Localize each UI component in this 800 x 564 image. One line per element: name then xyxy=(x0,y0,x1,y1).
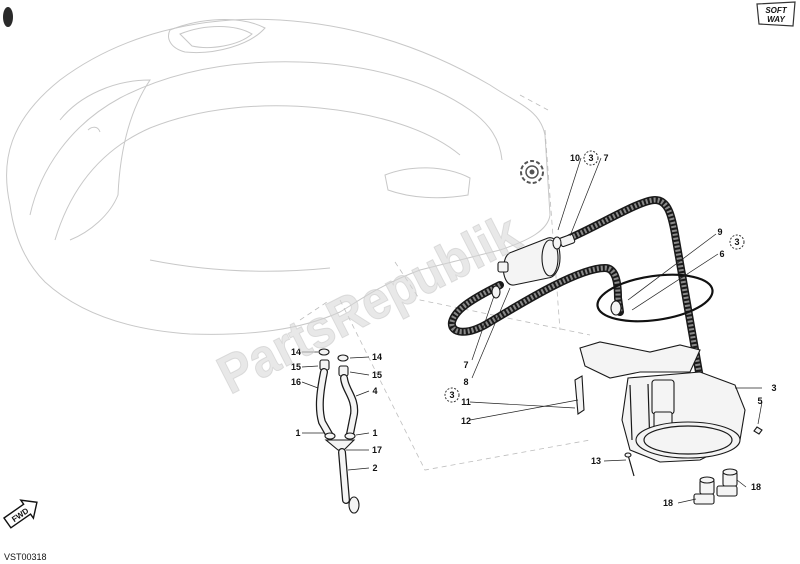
part-label: 6 xyxy=(719,249,724,259)
assembly-boundary xyxy=(299,261,591,471)
o-ring-highlight xyxy=(596,273,714,323)
part-label: 5 xyxy=(757,396,762,406)
part-label: 18 xyxy=(663,498,673,508)
part-label: 2 xyxy=(372,463,377,473)
part-label: 8 xyxy=(463,377,468,387)
part-label: 9 xyxy=(717,227,722,237)
part-label: 16 xyxy=(291,377,301,387)
part-label: 3 xyxy=(449,390,454,400)
part-label: 1 xyxy=(372,428,377,438)
reference-badge: 3 xyxy=(729,234,745,250)
part-label: 12 xyxy=(461,416,471,426)
bolt xyxy=(624,426,763,477)
part-label: 11 xyxy=(461,397,471,407)
part-label: 13 xyxy=(591,456,601,466)
fuel-pump-assembly xyxy=(574,341,746,463)
part-label: 1 xyxy=(295,428,300,438)
hose-clamp xyxy=(491,236,622,316)
part-label: 10 xyxy=(570,153,580,163)
part-label: 7 xyxy=(463,360,468,370)
part-label: 14 xyxy=(291,347,301,357)
fuel-tank-outline xyxy=(6,18,561,335)
part-label: 7 xyxy=(603,153,608,163)
watermark: PartsRepublik xyxy=(208,202,530,406)
part-label: 3 xyxy=(588,153,593,163)
reference-badge: 3 xyxy=(444,387,460,403)
part-label: 3 xyxy=(734,237,739,247)
leader-lines xyxy=(301,157,763,504)
page-marker-icon xyxy=(3,7,13,27)
part-callouts: 10 3 7 9 3 6 7 3 8 11 12 3 5 13 18 18 14… xyxy=(291,150,777,508)
part-label: 3 xyxy=(771,383,776,393)
softway-logo: SOFT WAY xyxy=(756,1,796,27)
forward-arrow-icon: FWD xyxy=(3,499,38,529)
breather-hose-assembly xyxy=(315,348,360,514)
quick-connector xyxy=(693,468,738,505)
reference-badge: 3 xyxy=(583,150,599,166)
part-label: 15 xyxy=(291,362,301,372)
diagram-code: VST00318 xyxy=(4,552,47,562)
part-label: 4 xyxy=(372,386,377,396)
part-label: 17 xyxy=(372,445,382,455)
part-label: 18 xyxy=(751,482,761,492)
fuel-hose-upper xyxy=(566,195,704,382)
fuel-hose-lower xyxy=(447,263,624,336)
part-label: 14 xyxy=(372,352,382,362)
gear-icon xyxy=(520,160,544,184)
softway-logo-top: SOFT xyxy=(765,6,787,15)
softway-logo-bottom: WAY xyxy=(767,15,785,24)
part-label: 15 xyxy=(372,370,382,380)
